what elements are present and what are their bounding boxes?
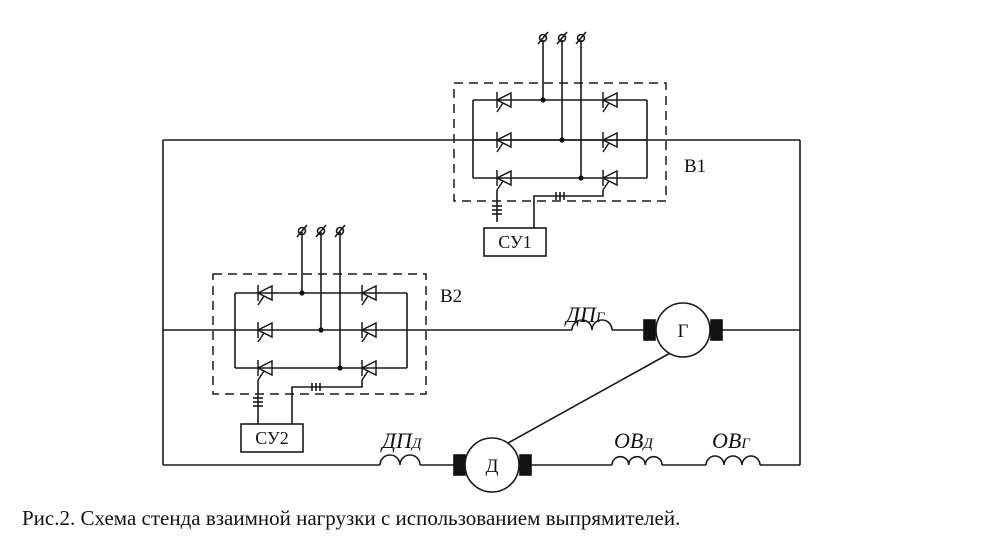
- thyristor: [495, 169, 512, 191]
- control-unit-su2-label: СУ2: [255, 428, 289, 448]
- generator: Г: [643, 302, 723, 358]
- figure-caption: Рис.2. Схема стенда взаимной нагрузки с …: [22, 506, 681, 530]
- thyristor: [601, 169, 618, 191]
- thyristor: [256, 284, 273, 306]
- supply-terminals-b2: [296, 224, 346, 238]
- winding-dp-generator-label: ДПГ: [564, 302, 606, 327]
- converter-b2-frame: [212, 273, 427, 395]
- control-unit-su2: СУ2: [240, 423, 304, 453]
- thyristor: [601, 131, 618, 153]
- thyristor: [360, 321, 377, 343]
- converter-b1-label: B1: [684, 156, 706, 177]
- thyristor: [256, 359, 273, 381]
- converter-b1-frame: [453, 82, 667, 202]
- thyristor: [601, 91, 618, 113]
- converter-b1: B1: [453, 31, 706, 228]
- generator-label: Г: [678, 321, 689, 342]
- thyristor: [360, 359, 377, 381]
- thyristor: [495, 91, 512, 113]
- winding-dp-motor-label: ДПД: [380, 428, 423, 453]
- control-unit-su1: СУ1: [483, 227, 547, 257]
- motor-label: Д: [486, 456, 499, 477]
- winding-ov-generator: ОВГ: [705, 428, 761, 466]
- thyristor: [256, 321, 273, 343]
- supply-terminals-b1: [537, 31, 587, 45]
- winding-ov-motor-label: ОВД: [614, 428, 654, 453]
- converter-b2-label: B2: [440, 286, 462, 307]
- thyristor: [360, 284, 377, 306]
- thyristor: [495, 131, 512, 153]
- converter-b2: B2: [212, 224, 462, 424]
- winding-ov-motor: ОВД: [611, 428, 663, 466]
- winding-ov-generator-label: ОВГ: [712, 428, 751, 453]
- circuit-diagram: B1 СУ1 B2: [162, 31, 801, 493]
- winding-dp-generator: ДПГ: [564, 302, 613, 331]
- control-unit-su1-label: СУ1: [498, 232, 532, 252]
- winding-dp-motor: ДПД: [379, 428, 423, 466]
- motor: Д: [453, 437, 532, 493]
